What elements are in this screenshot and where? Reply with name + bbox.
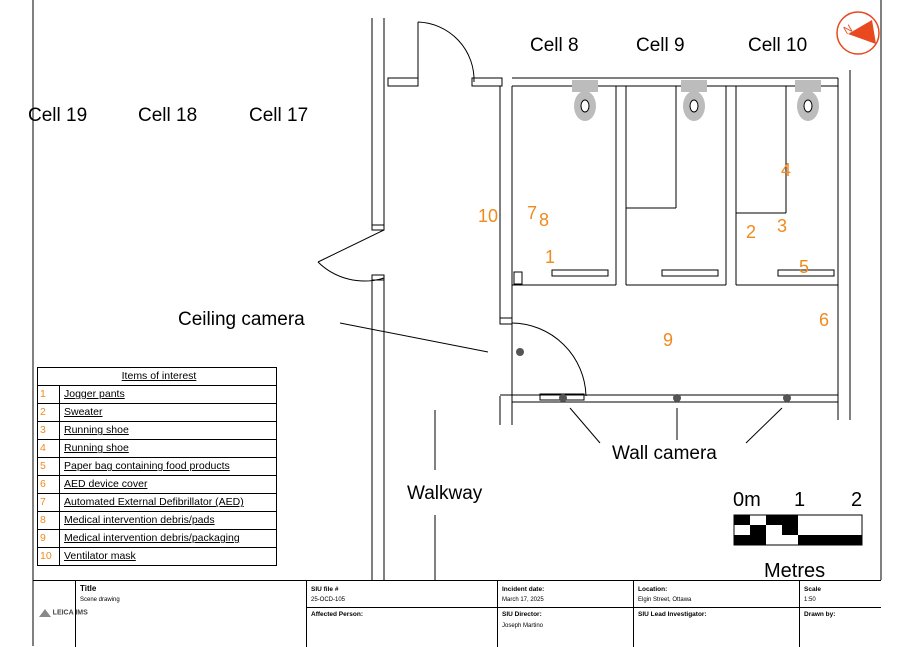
scale-unit: Metres <box>764 560 826 582</box>
cell-9-label: Cell 9 <box>636 35 685 56</box>
marker-4: 4 <box>781 160 792 180</box>
marker-7: 7 <box>527 203 538 223</box>
toilet-cell9 <box>681 80 707 121</box>
title-block: LEICA IMS Title Scene drawing SIU file #… <box>33 580 881 647</box>
toilet-cell8 <box>572 80 598 121</box>
cameras <box>339 322 791 444</box>
marker-9: 9 <box>663 330 674 350</box>
wall-camera-icon <box>783 394 791 402</box>
scale-tick-1: 1 <box>794 489 806 511</box>
marker-5: 5 <box>799 257 810 277</box>
scale-cell: Scale 1:50 Drawn by: <box>799 581 882 647</box>
wall-camera-leader <box>745 407 783 444</box>
cell-block <box>512 70 851 420</box>
scale-bar <box>733 514 863 546</box>
marker-8: 8 <box>539 210 550 230</box>
wall-camera-label: Wall camera <box>612 443 717 464</box>
toilet-cell10 <box>795 80 821 121</box>
walkway-label: Walkway <box>407 483 483 504</box>
wall-camera-icon <box>559 394 567 402</box>
title-block-divider <box>306 607 881 608</box>
incident-cell: Incident date: March 17, 2025 SIU Direct… <box>497 581 633 647</box>
corridor-walls <box>317 18 838 580</box>
scale-tick-0: 0m <box>733 489 761 511</box>
wall-camera-leader <box>569 407 601 444</box>
cell-19-label: Cell 19 <box>28 105 88 126</box>
cell-8-label: Cell 8 <box>530 35 579 56</box>
marker-2: 2 <box>746 222 757 242</box>
legend-title: Items of interest <box>37 367 277 386</box>
cell-18-label: Cell 18 <box>138 105 198 126</box>
north-arrow-icon: N <box>836 11 880 55</box>
leica-logo: LEICA IMS <box>39 609 88 617</box>
marker-1: 1 <box>545 247 556 267</box>
logo-icon <box>39 609 51 617</box>
ceiling-camera-icon <box>516 348 524 356</box>
marker-10: 10 <box>478 206 499 226</box>
wall-camera-icon <box>673 394 681 402</box>
cell-10-label: Cell 10 <box>748 35 808 56</box>
scale-tick-2: 2 <box>851 489 863 511</box>
location-cell: Location: Elgin Street, Ottawa SIU Lead … <box>633 581 799 647</box>
ceiling-camera-label: Ceiling camera <box>178 309 305 330</box>
marker-3: 3 <box>777 216 788 236</box>
siu-file-cell: SIU file # 25-OCD-105 Affected Person: <box>306 581 497 647</box>
cell-17-label: Cell 17 <box>249 105 309 126</box>
title-cell: Title Scene drawing <box>75 581 306 647</box>
ceiling-camera-leader <box>339 322 489 353</box>
marker-6: 6 <box>819 310 830 330</box>
